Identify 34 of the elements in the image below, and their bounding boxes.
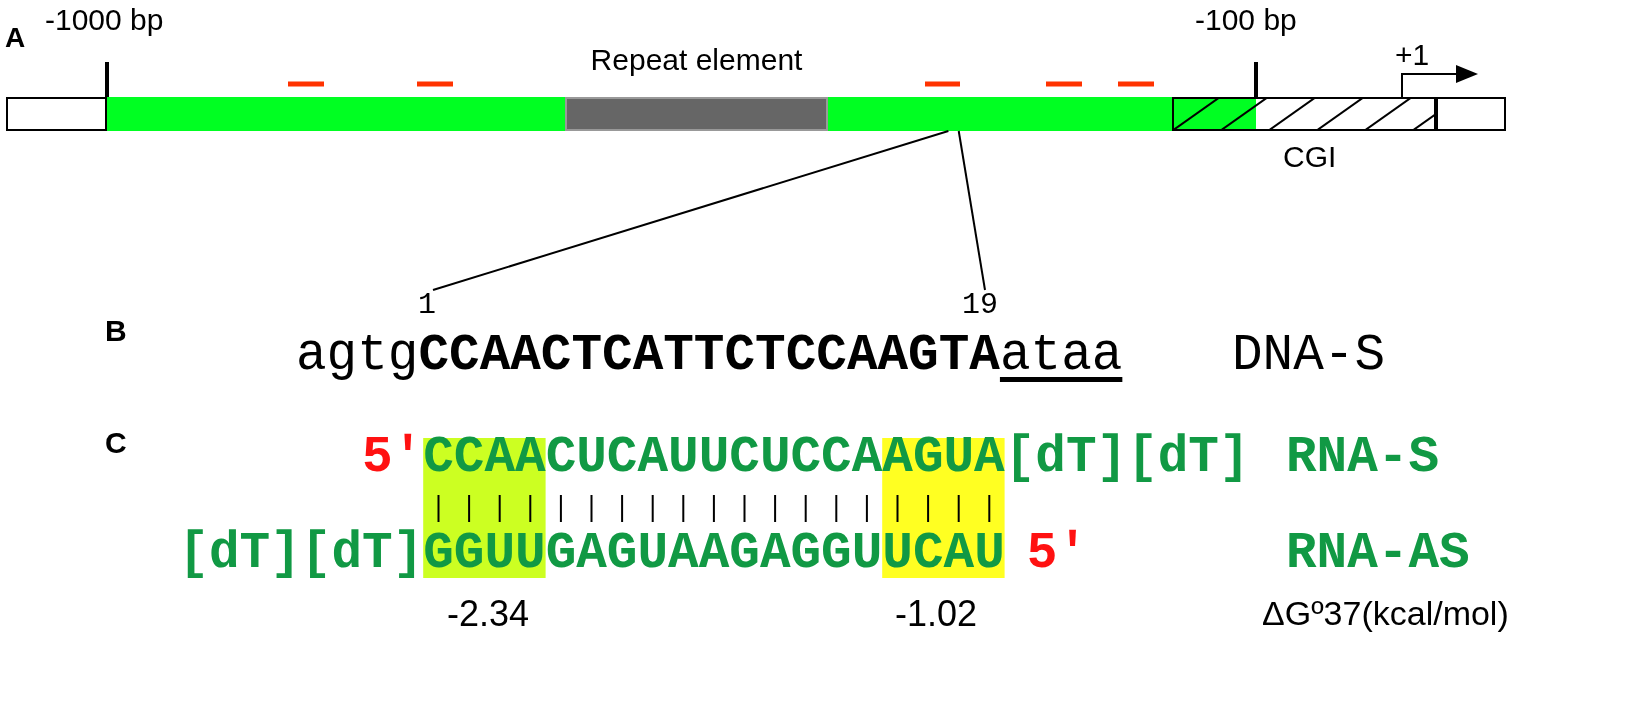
position-number: 1 — [418, 290, 437, 320]
sequence-text: agtg — [296, 327, 419, 384]
panel-letter: A — [5, 24, 26, 52]
position-label: +1 — [1395, 40, 1430, 70]
strand-label: RNA-AS — [1286, 528, 1470, 579]
sequence-text: UCAU — [882, 525, 1005, 582]
position-number: 19 — [962, 290, 999, 320]
panel-letter: C — [105, 428, 127, 458]
promoter-segment — [107, 97, 565, 131]
strand-end-label: 5′ — [362, 429, 424, 486]
target-sequence: CCAACTCATTCTCCAAGTA — [418, 327, 1000, 384]
leader-line — [432, 130, 950, 291]
position-label: -100 bp — [1195, 5, 1297, 35]
strand-end-label: 5′ — [1026, 525, 1088, 582]
strand-label: DNA-S — [1232, 330, 1386, 381]
segment-label: CGI — [1283, 142, 1337, 172]
flanking-segment — [6, 97, 107, 131]
energy-unit-label: ΔGº37(kcal/mol) — [1262, 596, 1509, 630]
flanking-segment — [1436, 97, 1506, 131]
panel-letter: B — [105, 316, 127, 346]
strand-label: RNA-S — [1286, 432, 1440, 483]
energy-value: -2.34 — [447, 596, 530, 632]
overhang-text: [dT][dT] — [1004, 429, 1250, 486]
sequence-text: GAGUAAGAGGU — [545, 525, 883, 582]
sequence-text: GGUU — [423, 525, 546, 582]
sequence-text: ataa — [999, 327, 1123, 384]
energy-value: -1.02 — [895, 596, 978, 632]
segment-label: Repeat element — [590, 45, 803, 75]
promoter-segment — [828, 97, 1172, 131]
sequence-text: AGUA — [882, 429, 1005, 486]
sequence-text: CCAA — [423, 429, 546, 486]
overhang-text: [dT][dT] — [178, 525, 424, 582]
position-label: -1000 bp — [45, 5, 164, 35]
leader-line — [957, 130, 986, 291]
